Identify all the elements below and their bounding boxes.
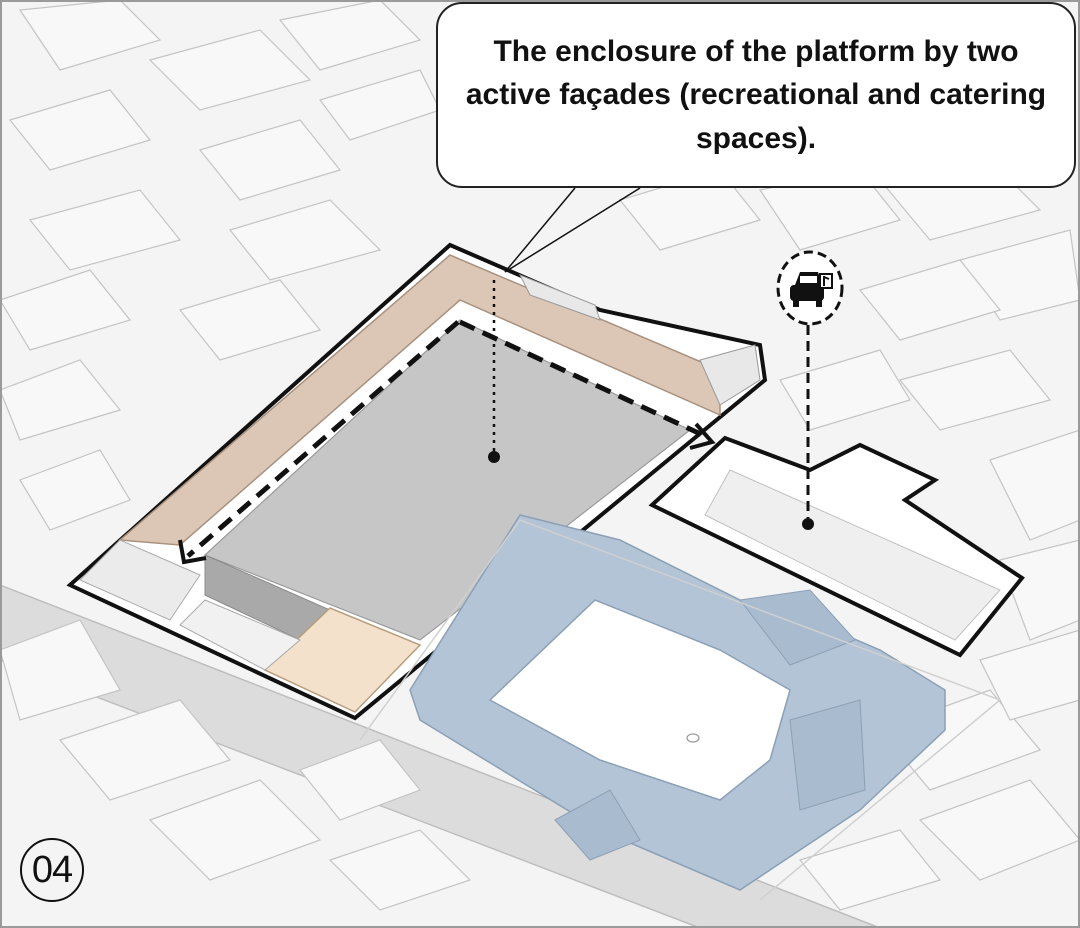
courtyard-fountain	[686, 733, 700, 743]
parking-car-icon	[776, 250, 844, 326]
historic-courtyard-building	[409, 514, 946, 891]
facade-end-block-east	[699, 344, 761, 406]
callout-leader-line-1	[504, 187, 576, 273]
arrowhead-east	[689, 422, 716, 450]
parking-pointer-dot	[802, 518, 814, 530]
facade-end-block-west	[79, 539, 201, 621]
callout-box: The enclosure of the platform by two act…	[436, 2, 1076, 188]
historic-site-boundary	[359, 519, 1002, 901]
callout-leader-line-2	[504, 187, 641, 273]
courtyard	[488, 599, 791, 801]
facade-end-block-north	[518, 274, 601, 321]
step-number-label: 04	[31, 848, 73, 891]
callout-text: The enclosure of the platform by two act…	[465, 34, 1047, 155]
facade-pointer-dot	[488, 451, 500, 463]
platform-corner-block	[179, 599, 301, 671]
parking-building	[704, 469, 1001, 641]
catering-block	[263, 607, 422, 713]
enclosure-path-west	[186, 320, 460, 558]
step-number-badge: 04	[20, 838, 84, 902]
arrowhead-west	[178, 539, 207, 565]
enclosure-path-east	[458, 319, 707, 439]
